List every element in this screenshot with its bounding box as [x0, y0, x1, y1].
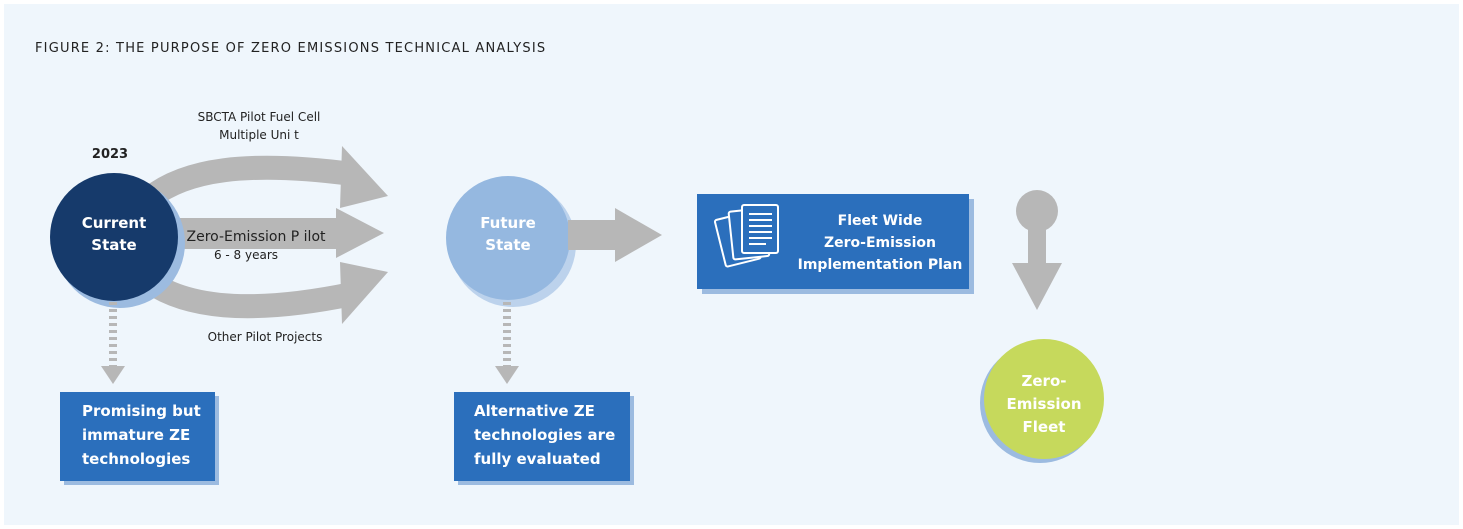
future-state-label-line2: State: [485, 236, 530, 254]
fleet-label-line2: Emission: [1007, 395, 1082, 413]
plan-label-line2: Zero-Emission: [824, 235, 936, 251]
plan-label-line1: Fleet Wide: [838, 213, 923, 229]
fleet-label-line3: Fleet: [1023, 418, 1066, 436]
alternative-technologies-box: [454, 392, 634, 485]
bottom-pathway-arrow: [143, 262, 388, 324]
current-to-promising-arrow: [101, 302, 125, 384]
current-state-label-line1: Current: [82, 214, 147, 232]
top-pathway-label-line1: SBCTA Pilot Fuel Cell: [198, 110, 321, 124]
figure-title: FIGURE 2: THE PURPOSE OF ZERO EMISSIONS …: [35, 41, 547, 56]
future-state-label-line1: Future: [480, 214, 536, 232]
top-pathway-label-line2: Multiple Uni t: [219, 128, 299, 142]
current-state-label-line2: State: [91, 236, 136, 254]
middle-pathway-label-line1: Zero-Emission P ilot: [187, 229, 327, 245]
promising-box-line2: immature ZE: [82, 426, 190, 444]
promising-technologies-box: [60, 392, 219, 485]
promising-box-line3: technologies: [82, 450, 190, 468]
alternative-box-line3: fully evaluated: [474, 450, 601, 468]
promising-box-line1: Promising but: [82, 402, 201, 420]
middle-pathway-label-line2: 6 - 8 years: [214, 248, 278, 262]
future-to-plan-arrow: [568, 208, 662, 262]
current-state-year: 2023: [92, 147, 128, 162]
future-to-alternative-arrow: [495, 302, 519, 384]
middle-pathway-arrow: [172, 208, 384, 258]
plan-to-fleet-arrow: [1012, 190, 1062, 310]
bottom-pathway-label: Other Pilot Projects: [208, 330, 323, 344]
alternative-box-line1: Alternative ZE: [474, 402, 595, 420]
fleet-label-line1: Zero-: [1022, 372, 1067, 390]
current-state-node: [50, 173, 185, 308]
zero-emission-fleet-node: [980, 339, 1104, 463]
alternative-box-line2: technologies are: [474, 426, 615, 444]
future-state-node: [446, 176, 576, 307]
plan-label-line3: Implementation Plan: [798, 257, 963, 273]
top-pathway-arrow: [142, 146, 388, 208]
documents-icon: [713, 204, 779, 268]
